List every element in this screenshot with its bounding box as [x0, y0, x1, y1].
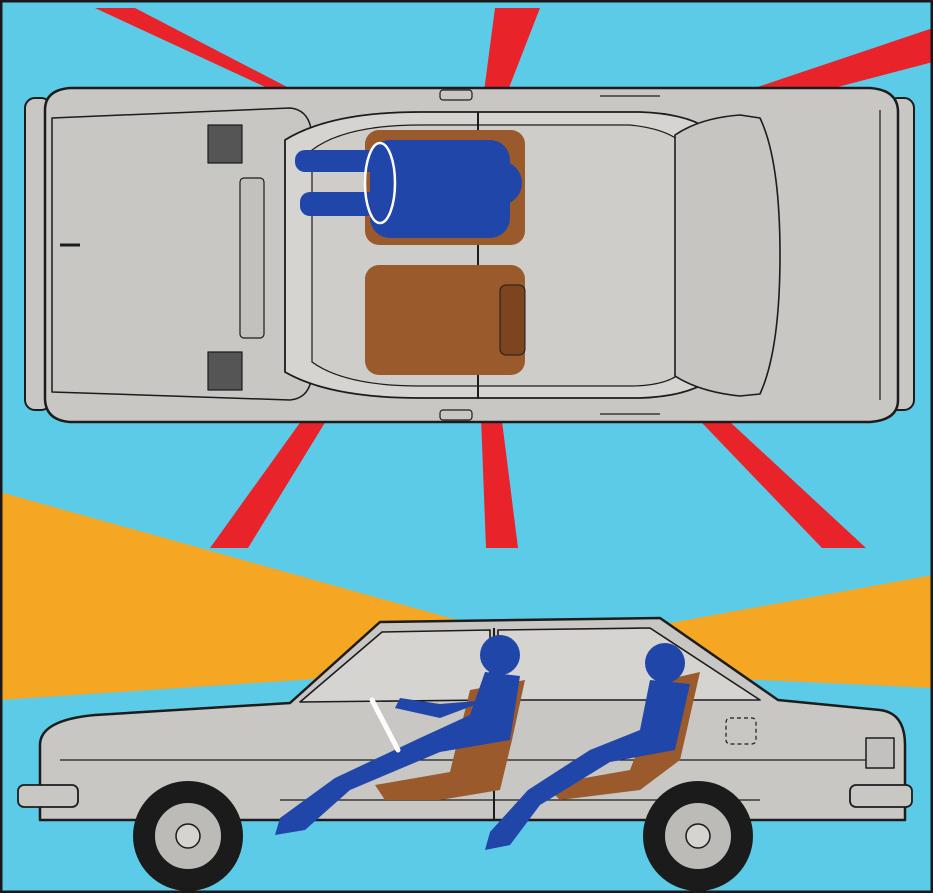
- visibility-diagram: [0, 0, 933, 893]
- diagram-canvas: [0, 0, 933, 893]
